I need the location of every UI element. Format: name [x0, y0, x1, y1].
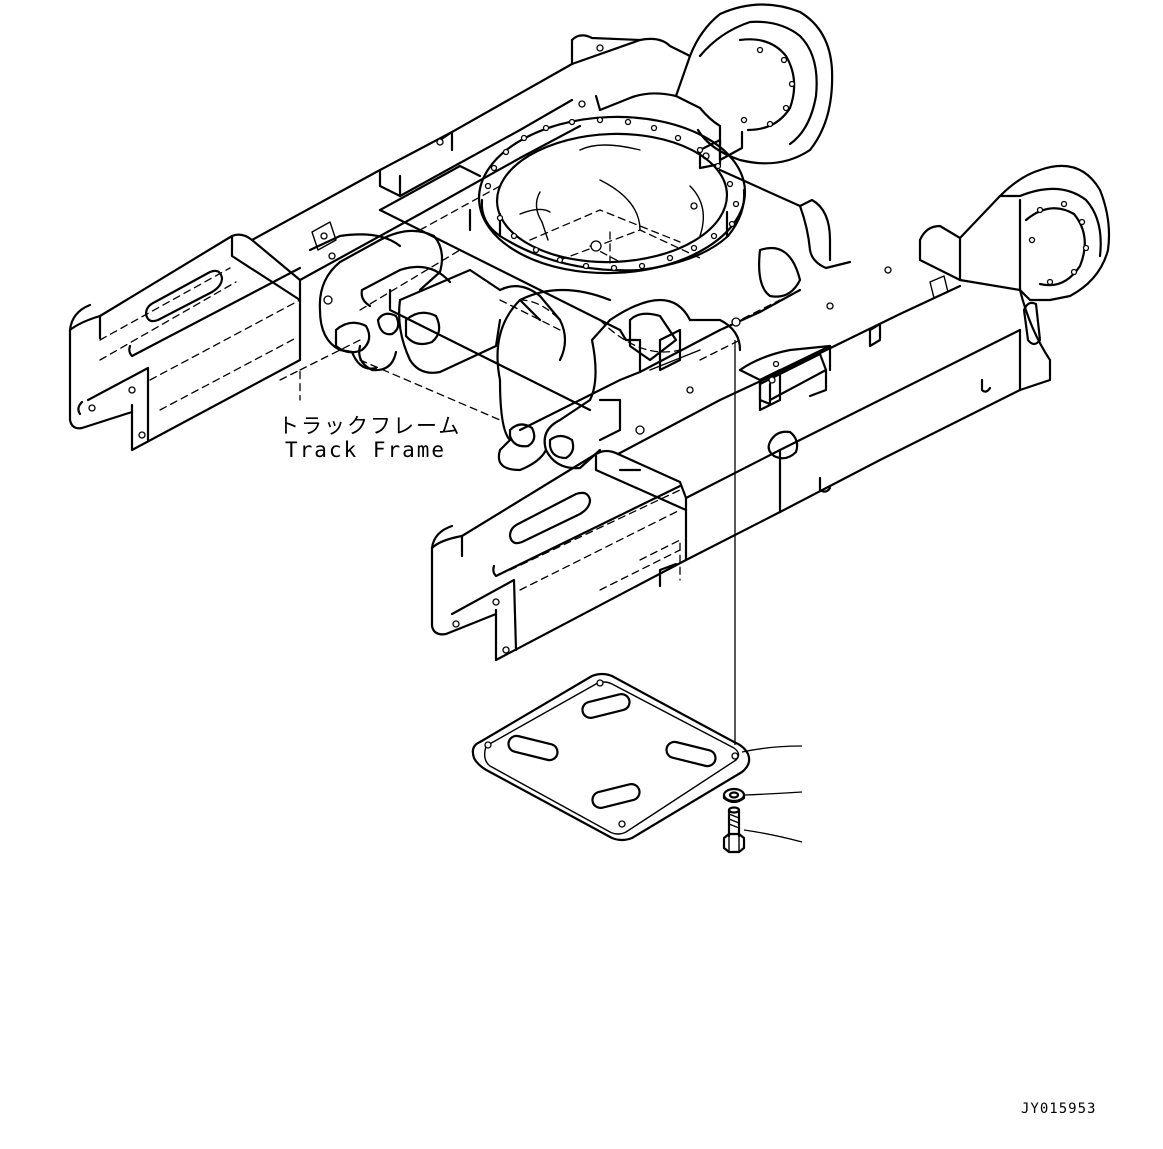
left-side-frame [68, 34, 692, 452]
right-side-frame [430, 266, 1022, 662]
track-frame-drawing [68, 3, 1111, 662]
washer [722, 787, 746, 804]
plate-slots [507, 693, 717, 809]
leader-lines [741, 745, 803, 843]
undercover-plate [471, 672, 751, 842]
center-right-bracket [738, 344, 832, 406]
drawing-code: JY015953 [1021, 1101, 1097, 1117]
center-link-arms [308, 229, 567, 421]
front-link-arm [496, 288, 742, 472]
swing-circle-bolt-holes [484, 116, 740, 272]
callout-label-japanese: トラックフレーム [278, 414, 462, 438]
bolt [722, 806, 746, 854]
front-sprocket-housing [918, 164, 1111, 392]
center-frame [378, 115, 852, 432]
callout-label-english: Track Frame [285, 438, 447, 462]
